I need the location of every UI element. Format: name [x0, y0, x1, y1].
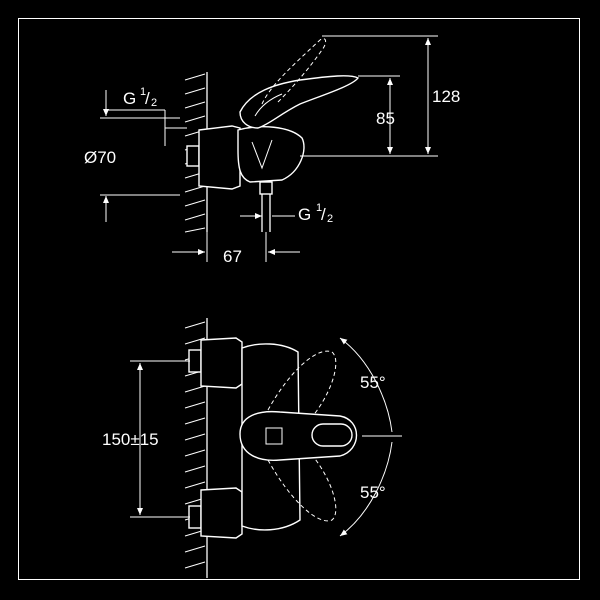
height-outlet-label: 85: [376, 109, 395, 128]
thread-bottom-slash: /: [321, 205, 326, 224]
dim-wall-offset: 67: [172, 232, 300, 266]
center-distance-label: 150±15: [102, 430, 159, 449]
lever-grip-opening: [311, 423, 353, 447]
lever-indicator: [265, 427, 283, 445]
dim-diameter: Ø70: [84, 90, 180, 222]
outlet-nut: [259, 181, 273, 195]
angle-up-label: 55°: [360, 373, 386, 392]
lower-inlet-nut: [188, 505, 202, 529]
thread-top-sub: 2: [151, 97, 157, 109]
front-view: 55° 55° 150±15: [102, 318, 402, 578]
inlet-nut: [186, 145, 200, 167]
diameter-label: Ø70: [84, 148, 116, 167]
lower-connector: [200, 487, 243, 539]
dim-thread-bottom: G 1 / 2: [240, 202, 333, 225]
dim-thread-top: G 1 / 2: [108, 86, 187, 146]
body-contour: [251, 139, 273, 170]
angle-arc-down: [339, 441, 393, 537]
upper-connector: [200, 337, 243, 389]
upper-inlet-nut: [188, 349, 202, 373]
dim-center-distance: 150±15: [102, 360, 190, 518]
lever-detail: [254, 93, 283, 117]
drawing-border: [18, 18, 580, 580]
inlet-connector: [198, 125, 241, 190]
wall-offset-label: 67: [223, 247, 242, 266]
thread-top-slash: /: [145, 89, 150, 108]
thread-bottom-sub: 2: [327, 213, 333, 225]
thread-bottom-sup: 1: [316, 202, 322, 214]
dim-height-total: 128: [300, 35, 460, 157]
angle-arc-up: [339, 337, 393, 433]
thread-top-sup: 1: [140, 86, 146, 98]
thread-bottom-label: G: [298, 205, 311, 224]
mixer-body-side: [237, 126, 305, 183]
height-total-label: 128: [432, 87, 460, 106]
lever-handle-side: [239, 75, 360, 129]
dim-height-outlet: 85: [358, 75, 400, 154]
lever-raised-outline: [261, 38, 327, 105]
thread-top-label: G: [123, 89, 136, 108]
angle-down-label: 55°: [360, 483, 386, 502]
side-view: G 1 / 2 Ø70 G 1 / 2: [84, 35, 460, 266]
